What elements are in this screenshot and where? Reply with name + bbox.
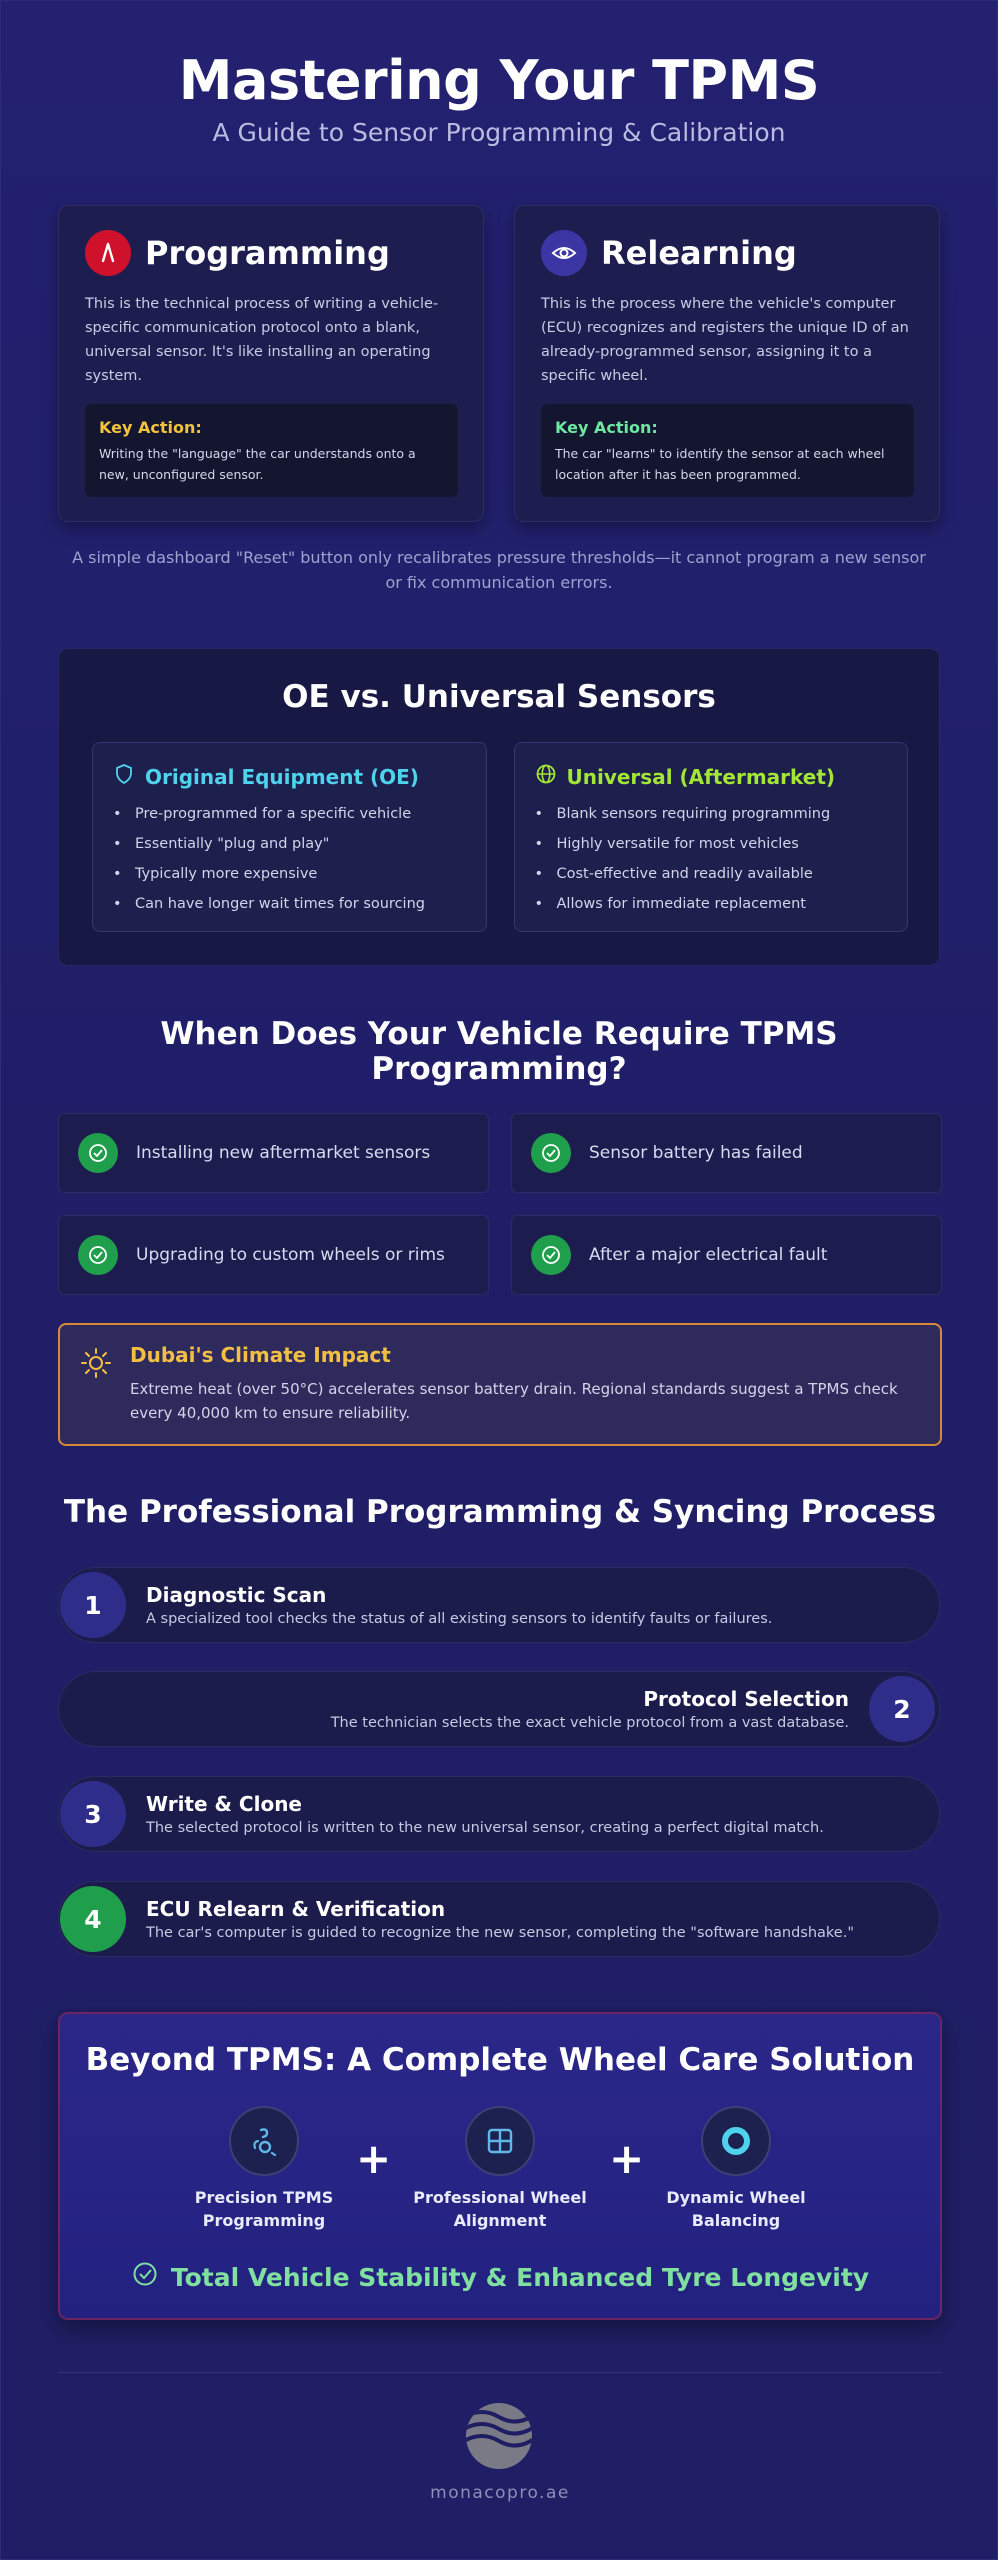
wheel-care-title: Beyond TPMS: A Complete Wheel Care Solut… [85, 2042, 915, 2078]
programming-description: This is the technical process of writing… [85, 296, 439, 384]
plus-sign: + [609, 2134, 645, 2183]
service-label: Dynamic Wheel Balancing [666, 2188, 806, 2230]
relearning-key-action: Key Action: The car "learns" to identify… [541, 404, 914, 497]
step-number: 2 [869, 1676, 935, 1742]
requirement-item: After a major electrical fault [511, 1215, 942, 1295]
programming-card: Programming This is the technical proces… [58, 205, 484, 522]
requirement-text: Upgrading to custom wheels or rims [136, 1245, 445, 1265]
step-number: 4 [60, 1886, 126, 1952]
tire-ring-icon [701, 2106, 771, 2176]
step-number: 3 [60, 1781, 126, 1847]
list-item: Can have longer wait times for sourcing [113, 896, 466, 926]
wheel-care-section: Beyond TPMS: A Complete Wheel Care Solut… [58, 2012, 942, 2320]
requirement-item: Installing new aftermarket sensors [58, 1113, 489, 1193]
comparison-title: OE vs. Universal Sensors [282, 679, 716, 715]
step-text: A specialized tool checks the status of … [146, 1611, 773, 1627]
oe-title: Original Equipment (OE) [145, 764, 419, 789]
oe-list: Pre-programmed for a specific vehicle Es… [113, 806, 466, 926]
climate-text: Extreme heat (over 50°C) accelerates sen… [130, 1380, 898, 1422]
key-action-text: Writing the "language" the car understan… [99, 446, 416, 482]
requirement-text: Sensor battery has failed [589, 1143, 803, 1163]
eye-icon [541, 230, 587, 276]
programming-title: Programming [145, 234, 390, 272]
plus-sign: + [356, 2134, 392, 2183]
step-title: Write & Clone [146, 1792, 302, 1816]
universal-card: Universal (Aftermarket) Blank sensors re… [513, 742, 908, 932]
check-circle-icon [531, 1133, 571, 1173]
climate-title: Dubai's Climate Impact [130, 1343, 391, 1367]
oe-card: Original Equipment (OE) Pre-programmed f… [92, 742, 487, 932]
definition-cards: Programming This is the technical proces… [58, 205, 940, 522]
tpms-sensor-icon [229, 2106, 299, 2176]
list-item: Cost-effective and readily available [535, 866, 888, 896]
check-circle-icon [78, 1133, 118, 1173]
key-action-label: Key Action: [555, 418, 658, 437]
list-item: Essentially "plug and play" [113, 836, 466, 866]
requirement-item: Sensor battery has failed [511, 1113, 942, 1193]
service-label: Professional Wheel Alignment [413, 2188, 587, 2230]
programming-key-action: Key Action: Writing the "language" the c… [85, 404, 458, 497]
universal-title: Universal (Aftermarket) [566, 764, 836, 789]
universal-list: Blank sensors requiring programming High… [535, 806, 888, 926]
result-text: Total Vehicle Stability & Enhanced Tyre … [170, 2262, 870, 2292]
page-subtitle: A Guide to Sensor Programming & Calibrat… [212, 118, 786, 147]
requirement-grid: Installing new aftermarket sensors Senso… [58, 1113, 942, 1295]
relearning-card: Relearning This is the process where the… [514, 205, 940, 522]
step-text: The car's computer is guided to recogniz… [146, 1925, 855, 1941]
key-action-label: Key Action: [99, 418, 202, 437]
process-step: 2 Protocol Selection The technician sele… [58, 1671, 940, 1747]
step-number: 1 [60, 1572, 126, 1638]
list-item: Typically more expensive [113, 866, 466, 896]
footer-site: monacopro.ae [430, 2483, 570, 2503]
wave-logo-icon [464, 2401, 534, 2471]
page-title: Mastering Your TPMS [178, 49, 820, 112]
requirement-text: After a major electrical fault [589, 1245, 828, 1265]
header: Mastering Your TPMS A Guide to Sensor Pr… [1, 1, 997, 147]
service-item: Dynamic Wheel Balancing [636, 2106, 836, 2232]
relearning-title: Relearning [601, 234, 797, 272]
key-action-text: The car "learns" to identify the sensor … [555, 446, 885, 482]
step-title: Diagnostic Scan [146, 1583, 327, 1607]
process-step: 1 Diagnostic Scan A specialized tool che… [58, 1567, 940, 1643]
process-step: 4 ECU Relearn & Verification The car's c… [58, 1881, 940, 1957]
tire-pressure-icon [85, 230, 131, 276]
service-item: Precision TPMS Programming [164, 2106, 364, 2232]
list-item: Highly versatile for most vehicles [535, 836, 888, 866]
step-title: Protocol Selection [643, 1687, 849, 1711]
step-text: The technician selects the exact vehicle… [330, 1715, 849, 1731]
list-item: Blank sensors requiring programming [535, 806, 888, 836]
sensor-comparison: OE vs. Universal Sensors Original Equipm… [58, 648, 940, 966]
globe-icon [535, 763, 557, 790]
step-title: ECU Relearn & Verification [146, 1897, 446, 1921]
result-line: Total Vehicle Stability & Enhanced Tyre … [60, 2260, 940, 2294]
when-title: When Does Your Vehicle Require TPMS Prog… [160, 1016, 838, 1087]
relearning-description: This is the process where the vehicle's … [541, 296, 909, 384]
reset-note: A simple dashboard "Reset" button only r… [72, 548, 926, 592]
requirement-item: Upgrading to custom wheels or rims [58, 1215, 489, 1295]
list-item: Pre-programmed for a specific vehicle [113, 806, 466, 836]
check-circle-icon [531, 1235, 571, 1275]
check-circle-icon [78, 1235, 118, 1275]
sun-icon [80, 1347, 112, 1444]
list-item: Allows for immediate replacement [535, 896, 888, 926]
check-circle-icon [131, 2260, 159, 2294]
climate-callout: Dubai's Climate Impact Extreme heat (ove… [58, 1323, 942, 1446]
process-step: 3 Write & Clone The selected protocol is… [58, 1776, 940, 1852]
footer-divider [58, 2372, 942, 2373]
service-label: Precision TPMS Programming [194, 2188, 334, 2230]
shield-icon [113, 763, 135, 790]
step-text: The selected protocol is written to the … [146, 1820, 824, 1836]
service-item: Professional Wheel Alignment [400, 2106, 600, 2232]
process-title: The Professional Programming & Syncing P… [63, 1494, 937, 1530]
requirement-text: Installing new aftermarket sensors [136, 1143, 431, 1163]
alignment-grid-icon [465, 2106, 535, 2176]
